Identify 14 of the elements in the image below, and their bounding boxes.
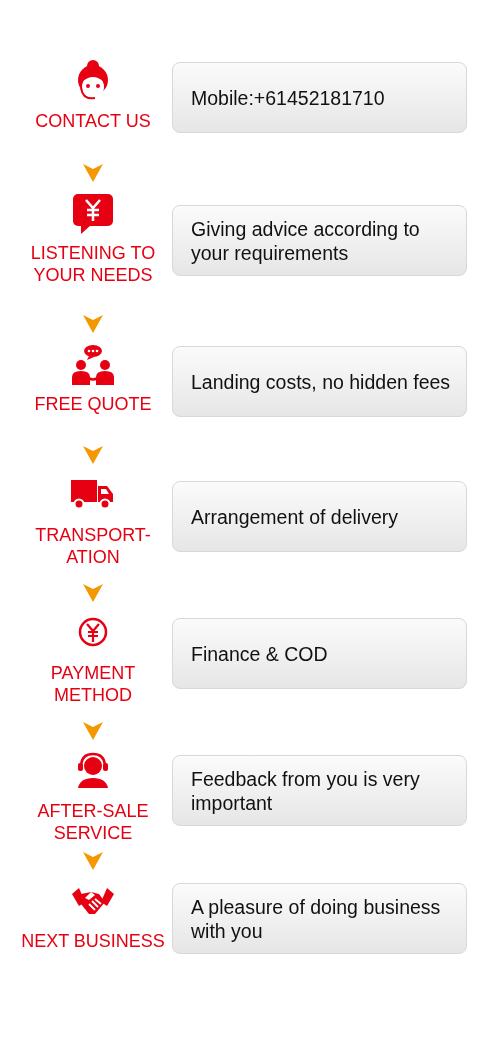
step-label: CONTACT US <box>35 110 151 132</box>
step-label: TRANSPORT- ATION <box>34 524 152 568</box>
description-box: Giving advice according to your requirements <box>172 205 467 276</box>
description-box: Landing costs, no hidden fees <box>172 346 467 417</box>
step-label: PAYMENT METHOD <box>49 662 137 706</box>
description-box: Feedback from you is very important <box>172 755 467 826</box>
step-label: FREE QUOTE <box>34 393 152 415</box>
description-box: Mobile:+61452181710 <box>172 62 467 133</box>
description-box: Arrangement of delivery <box>172 481 467 552</box>
description-box: A pleasure of doing business with you <box>172 883 467 954</box>
step-label: NEXT BUSINESS <box>21 930 165 952</box>
description-box: Finance & COD <box>172 618 467 689</box>
step-label: LISTENING TO YOUR NEEDS <box>29 242 157 286</box>
step-label: AFTER-SALE SERVICE <box>36 800 150 844</box>
